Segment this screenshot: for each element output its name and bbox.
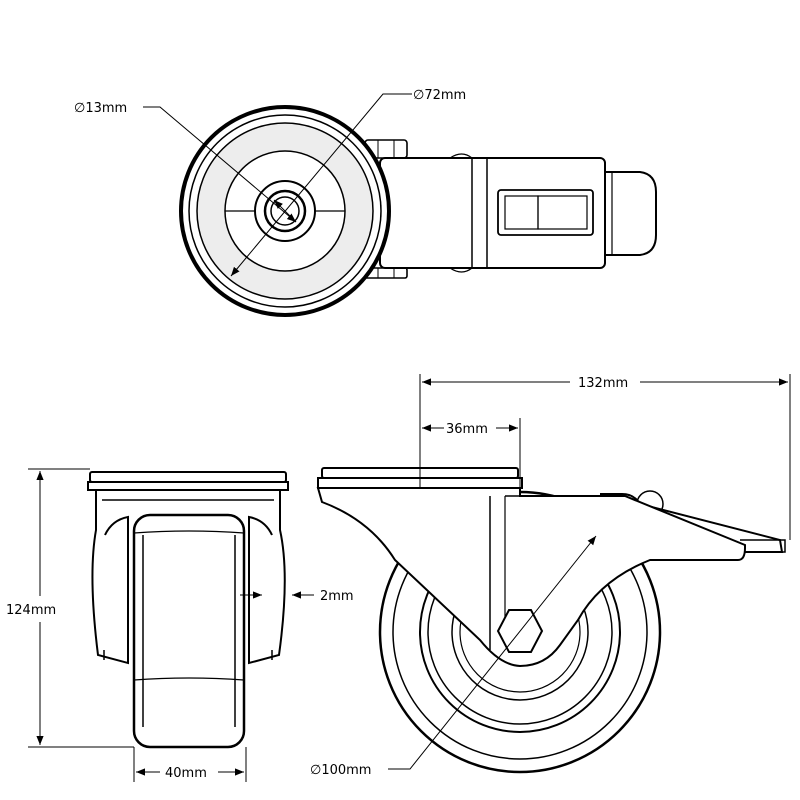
side-view (316, 467, 786, 774)
front-view (87, 471, 289, 749)
height-dimension-label: 124mm (6, 603, 56, 618)
plate-diameter-leader (230, 93, 412, 277)
clearance-label: 2mm (320, 589, 354, 604)
top-view-nut (364, 139, 408, 279)
wheel-width-label: 40mm (165, 766, 207, 781)
top-view: ∅13mm ∅72mm (74, 88, 657, 317)
front-dimensions: 124mm 40mm 2mm (6, 468, 354, 782)
swivel-offset-label: 36mm (446, 422, 488, 437)
top-view-body (379, 153, 657, 273)
plate-diameter-label: ∅72mm (413, 88, 466, 103)
bolt-hole-leader (143, 106, 297, 223)
overall-length-label: 132mm (578, 376, 628, 391)
wheel-diameter-label: ∅100mm (310, 763, 371, 778)
side-dimensions: 132mm 36mm ∅100mm (310, 374, 791, 778)
bolt-hole-diameter-label: ∅13mm (74, 101, 127, 116)
